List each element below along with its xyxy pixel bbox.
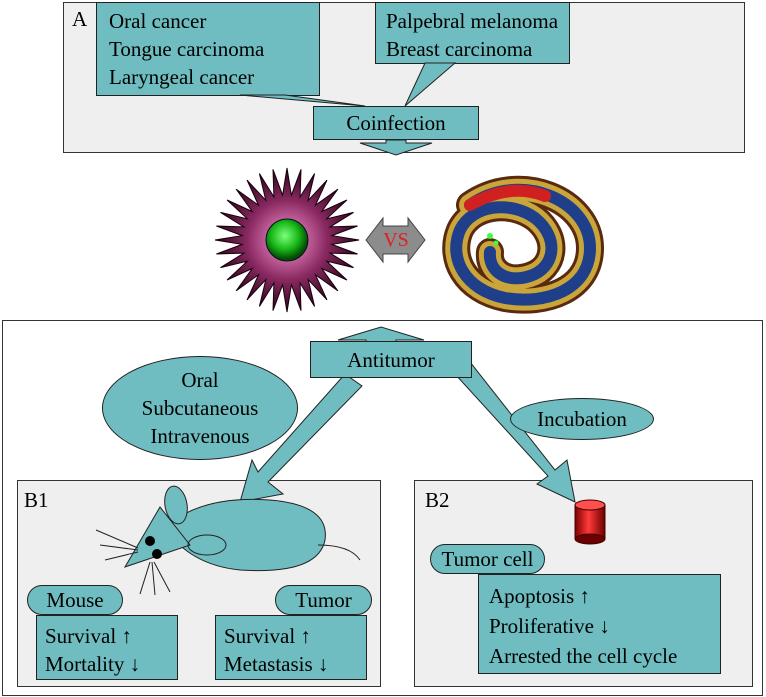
panel-a-label: A [72, 7, 88, 31]
tumor-tag: Tumor [275, 585, 372, 615]
mouse-outcomes: Survival ↑ Mortality ↓ [36, 615, 178, 680]
route-item: Intravenous [150, 424, 250, 448]
route-item: Oral [181, 368, 219, 392]
incubation-ellipse: Incubation [510, 398, 654, 440]
mouse-tag: Mouse [27, 585, 123, 615]
cancer-list-left: Oral cancer Tongue carcinoma Laryngeal c… [96, 2, 320, 96]
cancer-item: Palpebral melanoma [386, 9, 559, 33]
panel-b1-label: B1 [24, 488, 49, 512]
tumor-outcomes: Survival ↑ Metastasis ↓ [215, 615, 367, 680]
outcome-item: Proliferative ↓ [489, 614, 610, 638]
nanoparticle-core-icon [265, 218, 309, 262]
cancer-list-right: Palpebral melanoma Breast carcinoma [375, 2, 570, 64]
outcome-item: Survival ↑ [224, 624, 311, 648]
tumor-cell-tag: Tumor cell [430, 544, 545, 574]
cancer-item: Tongue carcinoma [109, 37, 265, 61]
mouse-icon [95, 485, 361, 596]
antitumor-box: Antitumor [310, 341, 472, 378]
callout-tail-right [404, 62, 457, 107]
route-item: Subcutaneous [141, 396, 259, 420]
outcome-item: Mortality ↓ [45, 652, 141, 676]
cancer-item: Oral cancer [109, 9, 207, 33]
routes-ellipse: Oral Subcutaneous Intravenous [102, 356, 298, 460]
arrow-to-cells [454, 361, 576, 503]
down-arrow [359, 139, 433, 156]
panel-b2-label: B2 [425, 488, 450, 512]
callout-tail-left [239, 94, 366, 107]
outcome-item: Apoptosis ↑ [489, 584, 590, 608]
cancer-item: Laryngeal cancer [109, 65, 255, 89]
larva-icon [442, 175, 605, 314]
outcome-item: Metastasis ↓ [224, 652, 329, 676]
versus-double-arrow [365, 216, 426, 264]
versus-label: VS [383, 228, 409, 251]
outcome-item: Arrested the cell cycle [489, 644, 678, 668]
cancer-item: Breast carcinoma [386, 37, 533, 61]
cell-outcomes: Apoptosis ↑ Proliferative ↓ Arrested the… [478, 574, 721, 674]
culture-dish-icon [574, 499, 606, 545]
arrow-to-mouse [239, 373, 363, 503]
outcome-item: Survival ↑ [45, 624, 132, 648]
